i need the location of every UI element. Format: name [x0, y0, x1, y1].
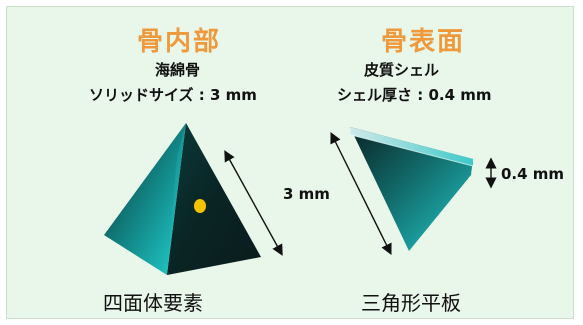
- thickness-dimension-label: 0.4 mm: [501, 165, 565, 183]
- diagram-artwork: [104, 123, 497, 275]
- left-heading: 骨内部: [137, 27, 222, 57]
- size-dimension-arrow-left: [224, 150, 283, 256]
- plate-edge-highlight: [350, 134, 474, 167]
- left-line2: ソリッドサイズ : 3 mm: [89, 86, 257, 104]
- tetrahedron-element: [104, 123, 261, 275]
- right-caption: 三角形平板: [361, 291, 461, 315]
- triangular-plate: [350, 127, 474, 251]
- tetrahedron-edge-shade: [167, 123, 186, 275]
- diagram-panel: 骨内部 海綿骨 ソリッドサイズ : 3 mm 骨表面 皮質シェル シェル厚さ :…: [6, 6, 574, 319]
- tetrahedron-left-face: [104, 123, 186, 275]
- right-line1: 皮質シェル: [364, 61, 440, 79]
- size-dimension-label: 3 mm: [283, 185, 330, 203]
- left-line1: 海綿骨: [155, 61, 201, 79]
- tetrahedron-node-dot: [194, 199, 206, 213]
- right-heading: 骨表面: [381, 27, 466, 57]
- plate-thickness-edge: [350, 127, 473, 166]
- left-caption: 四面体要素: [103, 291, 203, 315]
- size-dimension-arrow-right: [330, 131, 392, 256]
- right-line2: シェル厚さ : 0.4 mm: [337, 86, 492, 104]
